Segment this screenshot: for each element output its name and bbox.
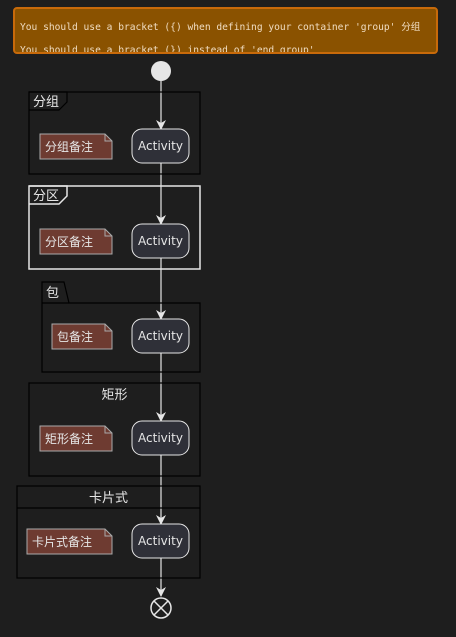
- warning-banner: You should use a bracket ({) when defini…: [13, 7, 438, 54]
- container-card: 卡片式 卡片式备注 Activity: [16, 485, 201, 579]
- start-node: [151, 61, 171, 81]
- container-label: 分区: [33, 189, 59, 204]
- note-text: 卡片式备注: [32, 534, 92, 549]
- container-label: 卡片式: [89, 491, 128, 506]
- activity-label: Activity: [138, 534, 183, 548]
- note-text: 矩形备注: [45, 431, 93, 446]
- activity-label: Activity: [138, 329, 183, 343]
- activity-node: Activity: [131, 223, 190, 259]
- activity-node: Activity: [131, 128, 190, 164]
- activity-node: Activity: [131, 523, 190, 559]
- activity-node: Activity: [131, 318, 190, 354]
- container-rectangle: 矩形 矩形备注 Activity: [28, 382, 201, 477]
- note-text: 包备注: [57, 329, 93, 344]
- container-group: 分组 分组备注 Activity: [28, 91, 201, 175]
- note-partition: 分区备注: [39, 228, 113, 255]
- activity-node: Activity: [131, 420, 190, 456]
- activity-label: Activity: [138, 234, 183, 248]
- end-node-icon: [150, 597, 172, 619]
- note-text: 分区备注: [45, 234, 93, 249]
- activity-label: Activity: [138, 431, 183, 445]
- container-package: 包 包备注 Activity: [41, 281, 201, 373]
- warning-line-2: You should use a bracket (}) instead of …: [20, 45, 315, 54]
- container-label: 包: [46, 286, 59, 301]
- activity-label: Activity: [138, 139, 183, 153]
- container-label: 分组: [33, 95, 59, 110]
- container-label: 矩形: [101, 388, 127, 403]
- note-rectangle: 矩形备注: [39, 425, 113, 452]
- warning-line-1: You should use a bracket ({) when defini…: [20, 22, 421, 33]
- note-text: 分组备注: [45, 139, 93, 154]
- note-card: 卡片式备注: [26, 528, 113, 555]
- note-group: 分组备注: [39, 133, 113, 160]
- container-partition: 分区 分区备注 Activity: [28, 185, 201, 270]
- note-package: 包备注: [51, 323, 113, 350]
